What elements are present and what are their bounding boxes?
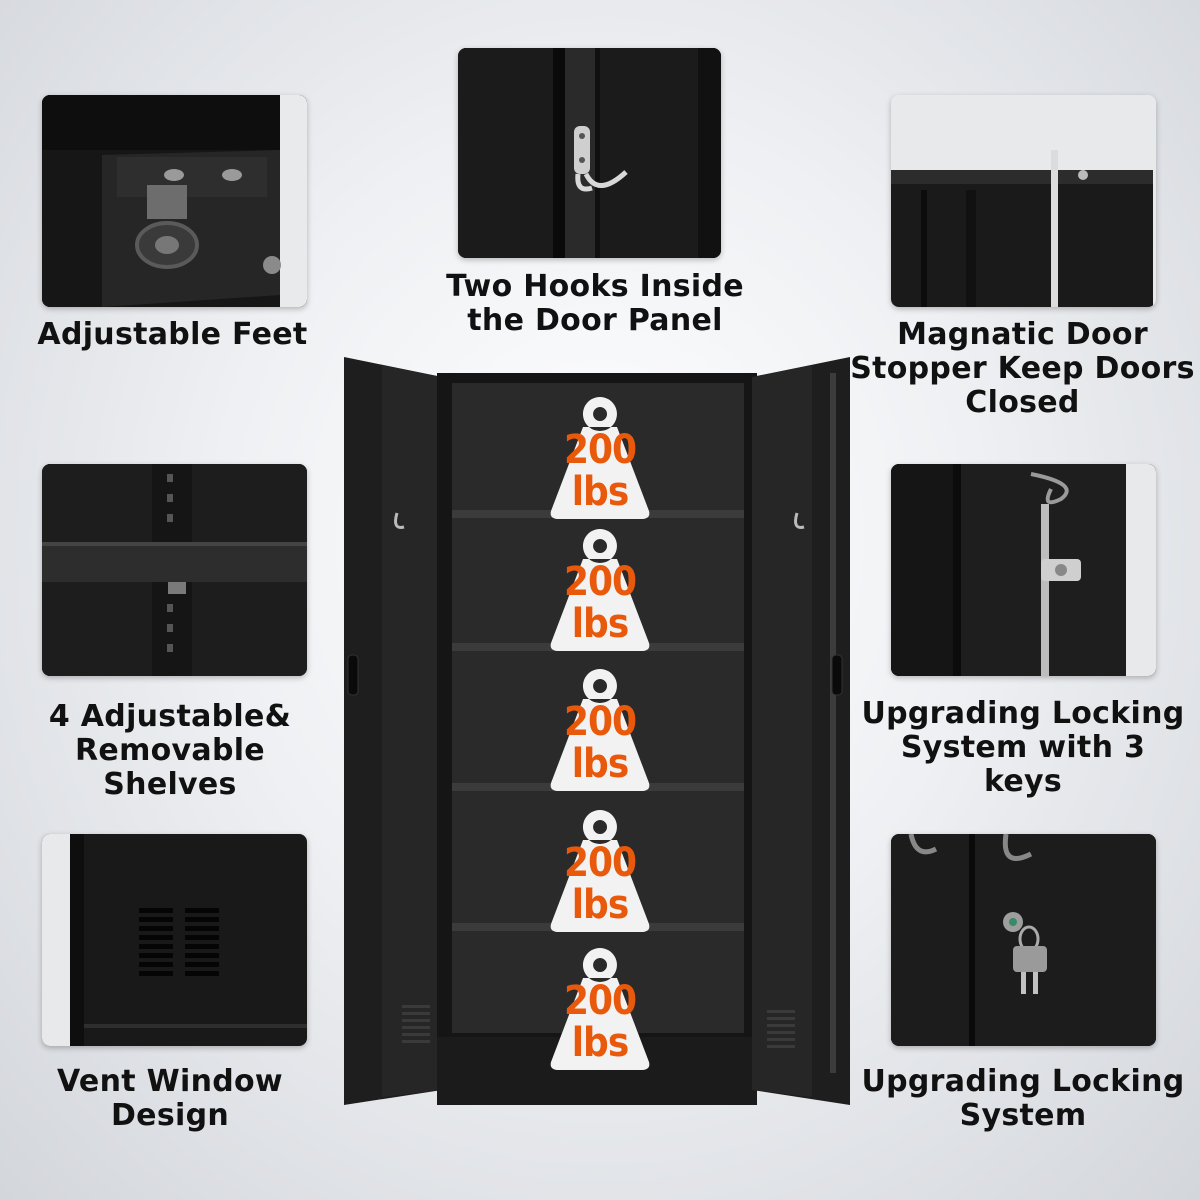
adjustable-feet-image (42, 95, 307, 307)
locking-keys-photo (891, 464, 1156, 676)
magnetic-stopper-image (891, 95, 1156, 307)
cabinet-image (344, 357, 850, 1105)
caption-line: Vent Window (57, 1064, 283, 1099)
caption-line: 4 Adjustable& (48, 699, 292, 734)
caption-locking: Upgrading Locking System (858, 1065, 1188, 1133)
magnetic-stopper-photo (891, 95, 1156, 307)
caption-locking-keys: Upgrading Locking System with 3 keys (858, 697, 1188, 799)
caption-shelves: 4 Adjustable& Removable Shelves (5, 700, 335, 802)
vent-photo (42, 834, 307, 1046)
caption-line: Two Hooks Inside (446, 269, 744, 304)
caption-line: Closed (965, 385, 1080, 420)
hooks-photo (458, 48, 721, 258)
caption-line: the Door Panel (467, 303, 723, 338)
cabinet (342, 355, 852, 1107)
caption-vent: Vent Window Design (20, 1065, 320, 1133)
caption-line: Magnatic Door (897, 317, 1148, 352)
caption-line: System (959, 1098, 1087, 1133)
hook-icon (574, 126, 628, 192)
vent-icon (139, 908, 219, 976)
caption-line: System with 3 keys (900, 730, 1146, 799)
shelves-photo (42, 464, 307, 676)
caption-adjustable-feet: Adjustable Feet (30, 318, 315, 352)
locking-keys-image (891, 464, 1156, 676)
hooks-image (458, 48, 721, 258)
caption-line: Adjustable Feet (37, 317, 308, 352)
locking-image (891, 834, 1156, 1046)
lock-icon (1041, 559, 1081, 581)
caption-line: Design (110, 1098, 230, 1133)
shelves-image (42, 464, 307, 676)
caption-magnetic: Magnatic Door Stopper Keep Doors Closed (850, 318, 1195, 420)
caption-line: Upgrading Locking (861, 1064, 1185, 1099)
locking-photo (891, 834, 1156, 1046)
adjustable-feet-photo (42, 95, 307, 307)
caption-line: Removable Shelves (75, 733, 265, 802)
caption-line: Stopper Keep Doors (850, 351, 1195, 386)
vent-image (42, 834, 307, 1046)
key-icon (1003, 912, 1047, 994)
caption-line: Upgrading Locking (861, 696, 1185, 731)
caption-hooks: Two Hooks Inside the Door Panel (430, 270, 760, 338)
